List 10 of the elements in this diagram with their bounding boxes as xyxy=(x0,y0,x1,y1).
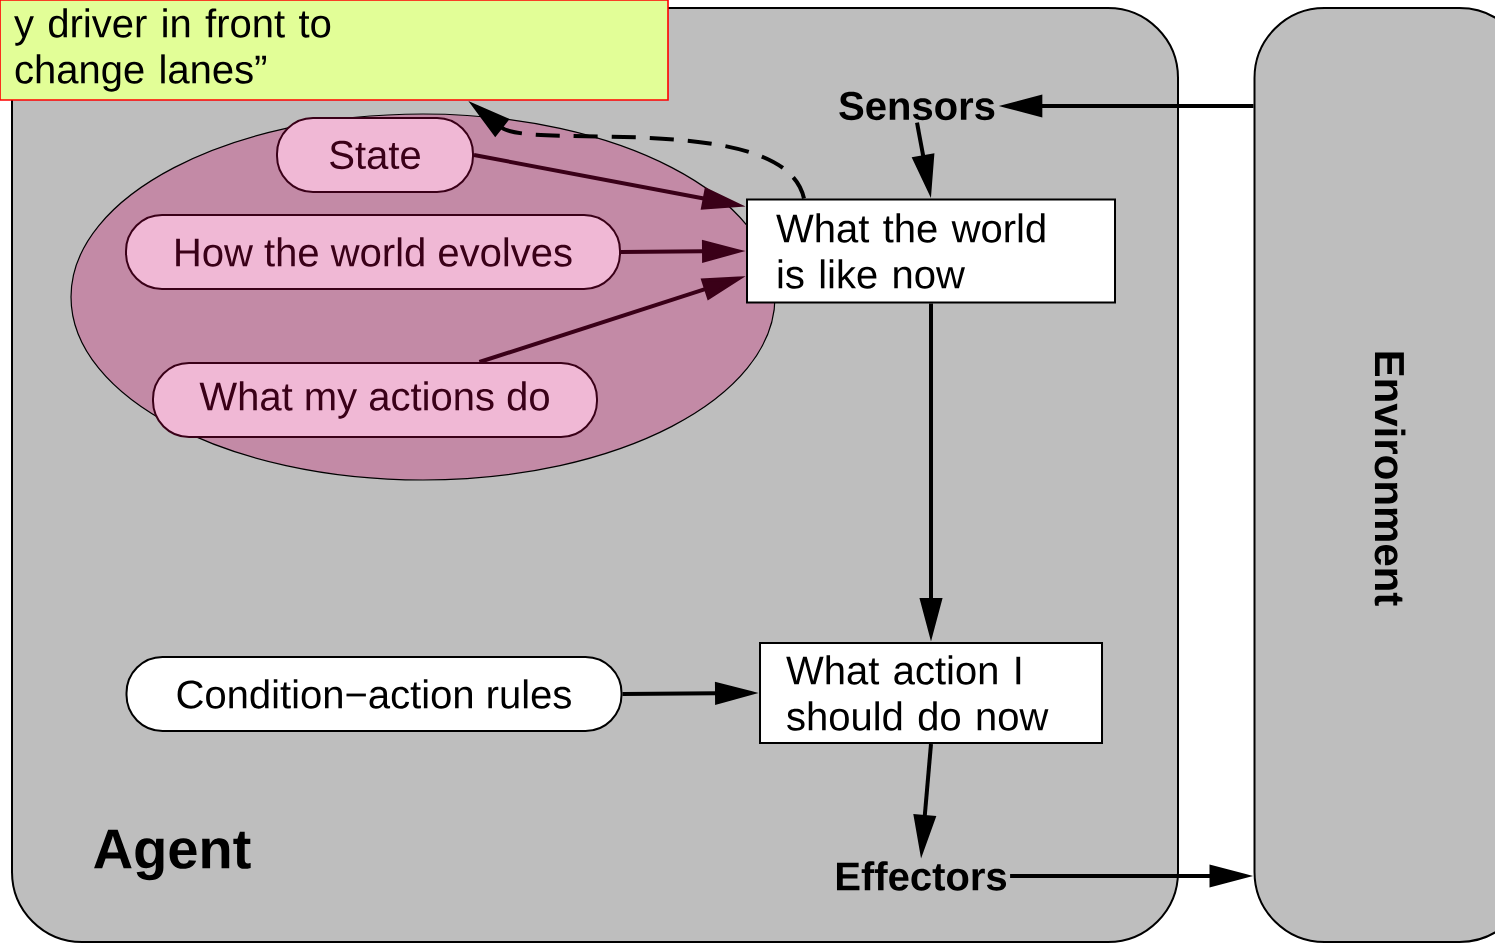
rounded-box: How the world evolves xyxy=(125,214,621,290)
sensors-label: Sensors xyxy=(839,91,995,121)
rounded-box: What my actions do xyxy=(152,362,598,438)
process-box: What the world is like now xyxy=(746,198,1116,304)
callout-box: y driver in front to change lanes” xyxy=(0,0,669,101)
rounded-box: Condition−action rules xyxy=(125,656,623,732)
rounded-box: State xyxy=(276,117,474,193)
process-box: What action I should do now xyxy=(759,642,1103,744)
effectors-label: Effectors xyxy=(837,861,1007,891)
environment-panel: Environment xyxy=(1253,7,1495,943)
